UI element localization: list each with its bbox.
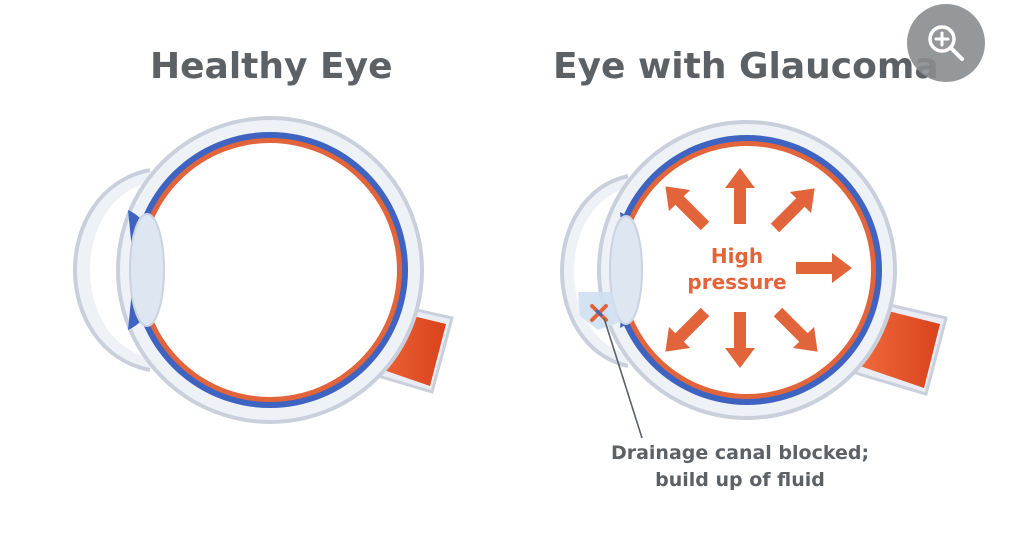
zoom-in-button[interactable] <box>907 4 985 82</box>
pressure-arrow-up-left <box>665 186 710 231</box>
pressure-arrow-up-right <box>770 188 815 233</box>
glaucoma-eye: High pressure <box>560 120 948 439</box>
caption-line-1: Drainage canal blocked; <box>610 442 870 464</box>
title-eye-with-glaucoma: Eye with Glaucoma <box>553 46 939 87</box>
drainage-caption: Drainage canal blocked; build up of flui… <box>560 440 920 494</box>
pressure-arrow-down <box>725 312 755 368</box>
lens-healthy <box>129 213 165 327</box>
caption-line-2: build up of fluid <box>655 469 825 491</box>
vitreous-healthy <box>143 143 397 397</box>
title-healthy-eye: Healthy Eye <box>150 46 393 87</box>
pressure-label-line2: pressure <box>687 270 786 294</box>
pressure-arrow-down-right <box>773 307 818 352</box>
pressure-label-line1: High <box>711 244 763 268</box>
blocked-drainage-icon <box>590 304 608 322</box>
caption-pointer-line <box>603 317 643 439</box>
zoom-in-icon <box>928 25 964 61</box>
pressure-arrow-down-left <box>665 307 710 352</box>
healthy-eye <box>73 116 454 424</box>
pressure-arrow-right <box>796 253 852 283</box>
pressure-arrow-up <box>725 168 755 224</box>
pressure-arrows <box>665 168 852 368</box>
lens-glaucoma <box>609 215 643 325</box>
